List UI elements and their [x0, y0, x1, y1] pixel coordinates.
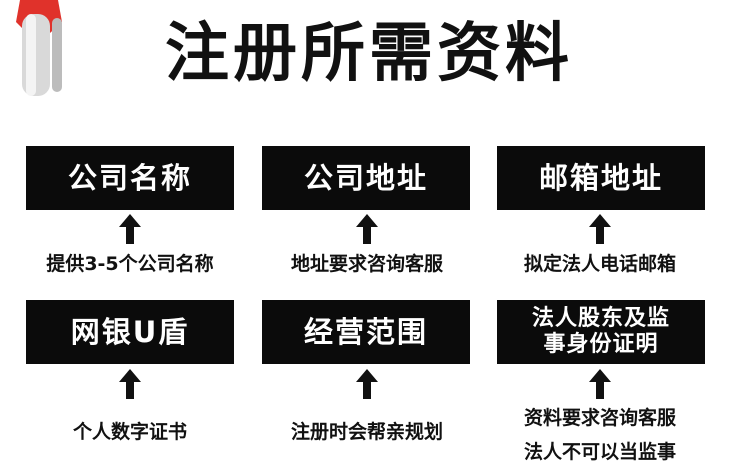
card-business-scope: 经营范围: [262, 300, 470, 364]
logo-mark-icon: [16, 0, 62, 96]
arrow-up-icon: [356, 214, 378, 244]
card-label: 网银U盾: [70, 315, 190, 349]
note-company-address: 地址要求咨询客服: [290, 253, 443, 275]
arrow-up-icon: [589, 214, 611, 244]
card-email-address: 邮箱地址: [497, 146, 705, 210]
note-usb-key: 个人数字证书: [72, 421, 187, 443]
page-title: 注册所需资料: [165, 17, 573, 91]
arrow-up-icon: [589, 369, 611, 399]
card-company-name: 公司名称: [26, 146, 234, 210]
card-legal-person-id: 法人股东及监 事身份证明: [497, 300, 705, 364]
note-business-scope: 注册时会帮亲规划: [290, 421, 443, 443]
card-label: 公司名称: [67, 161, 192, 195]
arrow-up-icon: [356, 369, 378, 399]
note-legal-person-line1: 资料要求咨询客服: [523, 407, 676, 429]
note-email-address: 拟定法人电话邮箱: [523, 253, 676, 275]
note-company-name: 提供3-5个公司名称: [46, 253, 214, 275]
card-label: 邮箱地址: [538, 161, 663, 195]
arrow-up-icon: [119, 369, 141, 399]
note-legal-person-line2: 法人不可以当监事: [523, 441, 676, 463]
card-label: 经营范围: [303, 315, 428, 349]
card-label-line1: 法人股东及监: [531, 306, 670, 331]
card-label: 公司地址: [303, 161, 428, 195]
card-label-line2: 事身份证明: [543, 332, 659, 357]
card-company-address: 公司地址: [262, 146, 470, 210]
card-usb-key: 网银U盾: [26, 300, 234, 364]
arrow-up-icon: [119, 214, 141, 244]
